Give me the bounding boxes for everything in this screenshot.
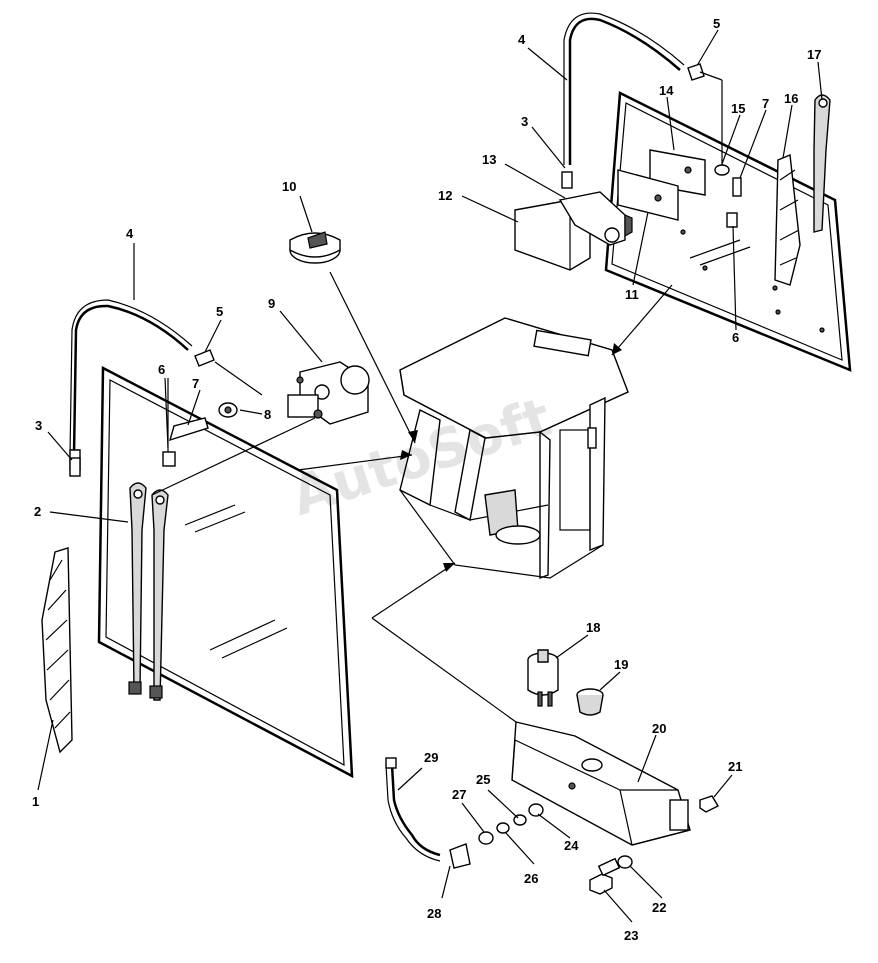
callout-5-left: 5 [216,304,223,319]
callout-7-rear: 7 [762,96,769,111]
callout-18: 18 [586,620,600,635]
callout-22: 22 [652,900,666,915]
callout-labels: 1 2 3 3 4 4 5 5 6 6 7 7 8 9 10 11 12 13 … [32,16,821,943]
callout-10: 10 [282,179,296,194]
front-wiper-arms [128,482,169,701]
washer-pump [527,649,559,707]
callout-24: 24 [564,838,579,853]
outlet-hose [385,757,544,869]
callout-14: 14 [659,83,674,98]
callout-6-rear: 6 [732,330,739,345]
rear-washer-hose [561,12,705,189]
callout-3-rear: 3 [521,114,528,129]
callout-17: 17 [807,47,821,62]
callout-23: 23 [624,928,638,943]
callout-19: 19 [614,657,628,672]
callout-4-rear: 4 [518,32,526,47]
rear-mounting-plates [617,149,706,221]
reservoir-fasteners [589,795,719,895]
left-motor-bracket [162,378,238,467]
callout-12: 12 [438,188,452,203]
front-wiper-blade [41,547,73,754]
callout-26: 26 [524,871,538,886]
callout-20: 20 [652,721,666,736]
callout-16: 16 [784,91,798,106]
rear-wiper-arm [813,94,831,233]
callout-21: 21 [728,759,742,774]
washer-reservoir [511,721,691,846]
callout-6-left: 6 [158,362,165,377]
callout-9: 9 [268,296,275,311]
callout-11: 11 [625,287,639,302]
leader-lines [37,29,823,923]
callout-25: 25 [476,772,490,787]
rear-wiper-blade [774,153,801,286]
callout-13: 13 [482,152,496,167]
left-washer-nozzle [69,457,81,477]
front-wiper-motor [287,361,370,425]
callout-7-left: 7 [192,376,199,391]
reservoir-cap [576,688,604,716]
callout-27: 27 [452,787,466,802]
rear-wiper-motor [514,191,633,271]
callout-2: 2 [34,504,41,519]
callout-3-left: 3 [35,418,42,433]
rear-fasteners [714,164,742,228]
callout-5-rear: 5 [713,16,720,31]
callout-8: 8 [264,407,271,422]
callout-15: 15 [731,101,745,116]
callout-29: 29 [424,750,438,765]
callout-28: 28 [427,906,441,921]
operator-cab [399,317,629,580]
callout-1: 1 [32,794,39,809]
roof-cap [289,231,341,264]
front-window-glass [97,365,354,779]
callout-4-left: 4 [126,226,134,241]
assembly-arrows [151,71,723,846]
